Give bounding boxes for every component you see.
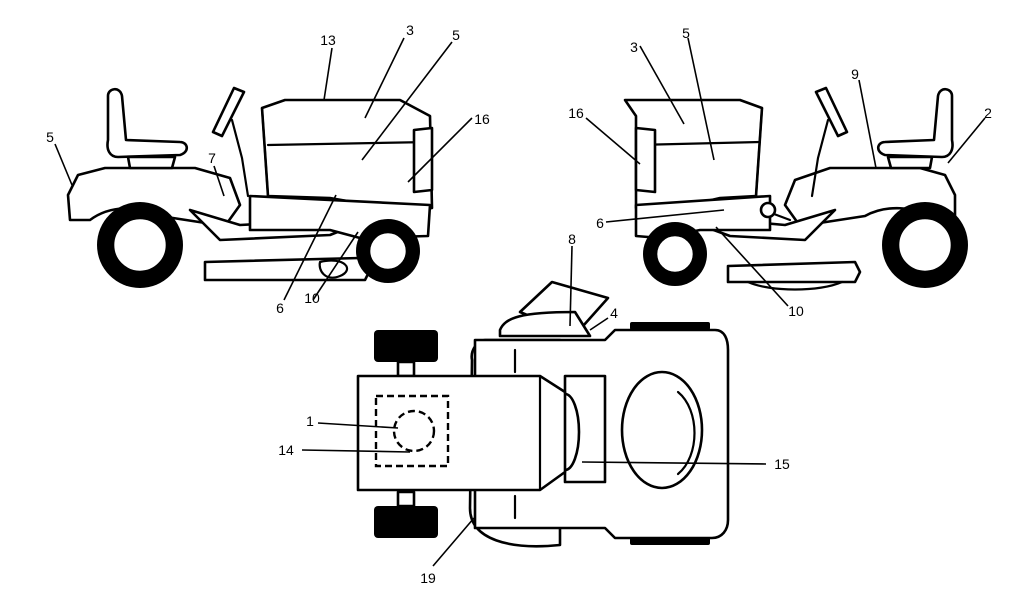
callout-19: 19: [420, 570, 436, 586]
callout-1: 1: [306, 413, 314, 429]
callout-6: 6: [276, 300, 284, 316]
callout-5: 5: [46, 129, 54, 145]
callout-leaders: [54, 37, 986, 567]
callout-10: 10: [788, 303, 804, 319]
callout-10: 10: [304, 290, 320, 306]
callout-3: 3: [406, 22, 414, 38]
callout-5: 5: [682, 25, 690, 41]
callout-3: 3: [630, 39, 638, 55]
callout-15: 15: [774, 456, 790, 472]
callout-16: 16: [568, 105, 584, 121]
callout-16: 16: [474, 111, 490, 127]
callout-4: 4: [610, 305, 618, 321]
callout-labels: 13 3 5 16 5 7 6 10 3 5 9 2 16 6 10 8 4 1…: [46, 22, 992, 586]
callout-8: 8: [568, 231, 576, 247]
tractor-right-side-view: [623, 86, 968, 291]
callout-13: 13: [320, 32, 336, 48]
callout-9: 9: [851, 66, 859, 82]
callout-14: 14: [278, 442, 294, 458]
tractor-left-side-view: [66, 86, 434, 288]
callout-2: 2: [984, 105, 992, 121]
callout-6: 6: [596, 215, 604, 231]
tractor-top-view: [356, 280, 730, 548]
callout-5: 5: [452, 27, 460, 43]
callout-7: 7: [208, 150, 216, 166]
